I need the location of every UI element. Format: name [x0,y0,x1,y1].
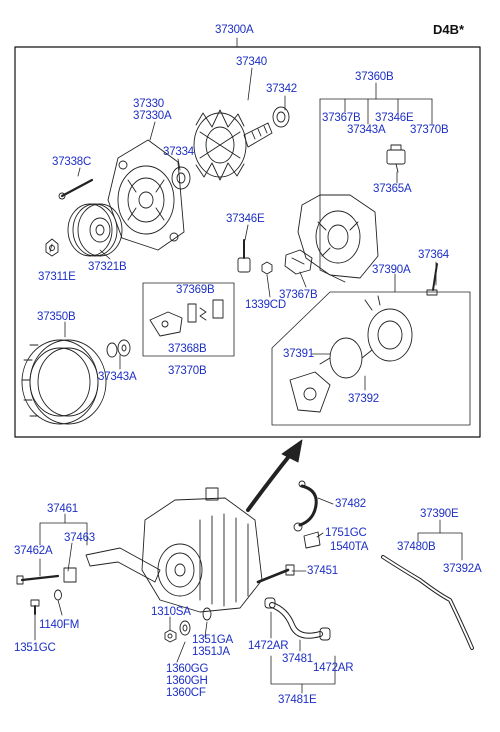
part-label-37480B[interactable]: 37480B [397,541,436,553]
part-label-1339CD[interactable]: 1339CD [245,299,286,311]
bolt-37338C [58,178,94,200]
part-label-37369B[interactable]: 37369B [176,284,215,296]
hose-37481 [264,597,331,641]
pulley-37321B [67,203,123,257]
part-label-37481E[interactable]: 37481E [278,694,317,706]
washer-1140FM [54,589,62,601]
part-label-1540TA[interactable]: 1540TA [330,541,369,553]
part-label-37461[interactable]: 37461 [47,503,78,515]
terminal-37346E [237,239,251,273]
part-label-37343A[interactable]: 37343A [98,371,137,383]
part-label-37367B-top[interactable]: 37367B [322,112,361,124]
part-label-37365A[interactable]: 37365A [373,183,412,195]
bearing-37342 [272,106,290,128]
part-label-37390E[interactable]: 37390E [420,508,459,520]
part-label-1351GC[interactable]: 1351GC [14,642,56,654]
part-label-37392[interactable]: 37392 [348,393,379,405]
part-label-1751GC[interactable]: 1751GC [325,527,367,539]
part-label-37346E-top[interactable]: 37346E [375,112,414,124]
part-label-37463[interactable]: 37463 [64,532,95,544]
part-label-1351JA[interactable]: 1351JA [192,646,230,658]
part-label-1472AR-a[interactable]: 1472AR [248,640,289,652]
connector-37365A [386,144,406,173]
part-label-37343A-top[interactable]: 37343A [347,124,386,136]
rotor-37340 [193,109,273,181]
part-label-37360B[interactable]: 37360B [355,71,394,83]
bolt-37451 [256,564,295,584]
part-label-1472AR-b[interactable]: 1472AR [313,662,354,674]
bolt-37462A [16,574,60,585]
part-label-37330A[interactable]: 37330A [133,110,172,122]
part-label-37370B[interactable]: 37370B [168,365,207,377]
part-label-37451[interactable]: 37451 [307,565,338,577]
part-label-1351GA[interactable]: 1351GA [192,634,233,646]
part-label-37330[interactable]: 37330 [133,98,164,110]
part-label-37370B-top[interactable]: 37370B [410,124,449,136]
part-label-37392A[interactable]: 37392A [443,563,482,575]
pipe-37480B [381,555,474,650]
part-label-37391[interactable]: 37391 [283,348,314,360]
part-label-37321B[interactable]: 37321B [88,261,127,273]
bearing-37334 [171,166,191,190]
part-label-37300A[interactable]: 37300A [215,24,254,36]
nut-1339CD [261,261,273,275]
nut-1360GG [164,629,177,643]
front-bracket-37330 [107,139,185,251]
part-label-37346E[interactable]: 37346E [226,213,265,225]
part-label-1360GG[interactable]: 1360GG [166,663,209,675]
part-label-37368B[interactable]: 37368B [168,343,207,355]
bolt-37364 [426,263,438,296]
washer-1351GA [179,620,191,636]
part-label-37367B[interactable]: 37367B [279,289,318,301]
part-label-37311E[interactable]: 37311E [38,271,76,283]
exploded-view-arrow [246,439,303,512]
part-label-37338C[interactable]: 37338C [52,156,92,168]
part-label-37350B[interactable]: 37350B [37,311,76,323]
washer-1351JA [202,607,212,621]
part-label-37482[interactable]: 37482 [335,498,366,510]
rear-bracket-37360B [297,194,379,279]
part-label-37334[interactable]: 37334 [163,146,194,158]
part-label-1360CF[interactable]: 1360CF [166,687,206,699]
bracket-37463 [63,547,161,583]
part-label-37481[interactable]: 37481 [282,653,313,665]
engine-code: D4B* [433,22,465,37]
vacuum-pump-37390A [289,295,413,413]
stator-37350B [21,339,107,425]
nut-37311E [45,238,59,257]
part-label-1360GH[interactable]: 1360GH [166,675,208,687]
leader-lines [34,37,471,694]
part-label-37342[interactable]: 37342 [266,83,297,95]
part-label-1140FM[interactable]: 1140FM [39,619,80,631]
exploded-view-frame [14,46,481,438]
bushings-37343A [106,339,131,358]
bolt-1351GC [30,599,40,615]
brush-holder-37369B [149,299,224,337]
part-label-37364[interactable]: 37364 [418,249,449,261]
part-label-37340[interactable]: 37340 [236,56,267,68]
oil-pipe-37482 [293,480,321,549]
alternator-assembly [141,487,263,613]
part-label-37390A[interactable]: 37390A [372,264,411,276]
rectifier-37367B [284,249,313,275]
part-label-37462A[interactable]: 37462A [14,545,53,557]
part-label-1310SA[interactable]: 1310SA [151,606,191,618]
